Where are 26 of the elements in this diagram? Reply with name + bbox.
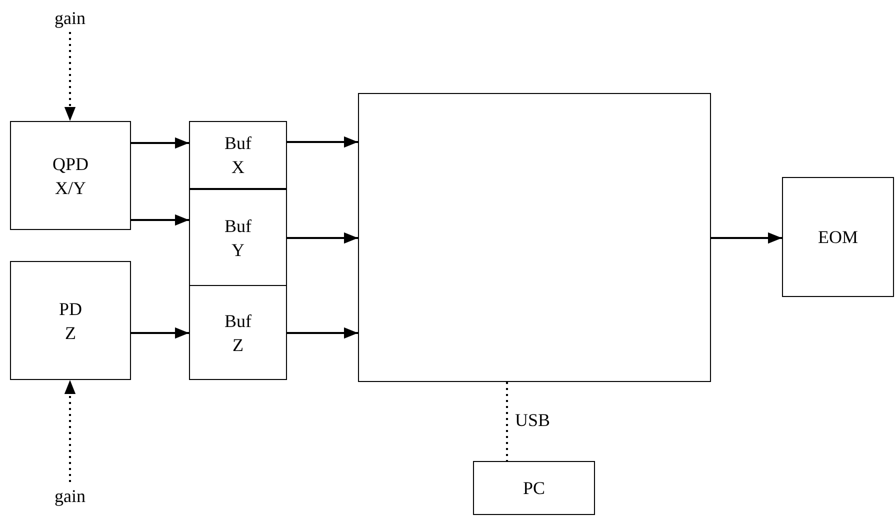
block-label: PD Z: [58, 298, 83, 344]
block-box: [358, 93, 711, 382]
arrow: [711, 232, 782, 244]
block-box: [189, 189, 287, 286]
arrow: [287, 232, 358, 244]
input-label: gain: [40, 482, 100, 510]
arrow: [131, 327, 189, 339]
block-box: [473, 461, 595, 515]
block-box: [782, 177, 894, 297]
block-label: QPD X/Y: [51, 152, 90, 200]
arrow: [287, 136, 358, 148]
block-box: [189, 121, 287, 189]
block-box: [10, 121, 131, 230]
arrow: [64, 32, 76, 121]
block-box: [10, 261, 131, 380]
arrow: [287, 327, 358, 339]
block-label: EOM: [818, 226, 858, 249]
block-label: PC: [522, 477, 546, 500]
arrow: [64, 380, 76, 482]
block-box: [189, 285, 287, 380]
block-label: Buf Y: [224, 214, 252, 262]
arrow: [131, 137, 189, 149]
arrow: [131, 214, 189, 226]
input-label: gain: [40, 4, 100, 32]
block-label: Buf X: [224, 132, 252, 179]
block-label: Buf Z: [224, 310, 252, 356]
